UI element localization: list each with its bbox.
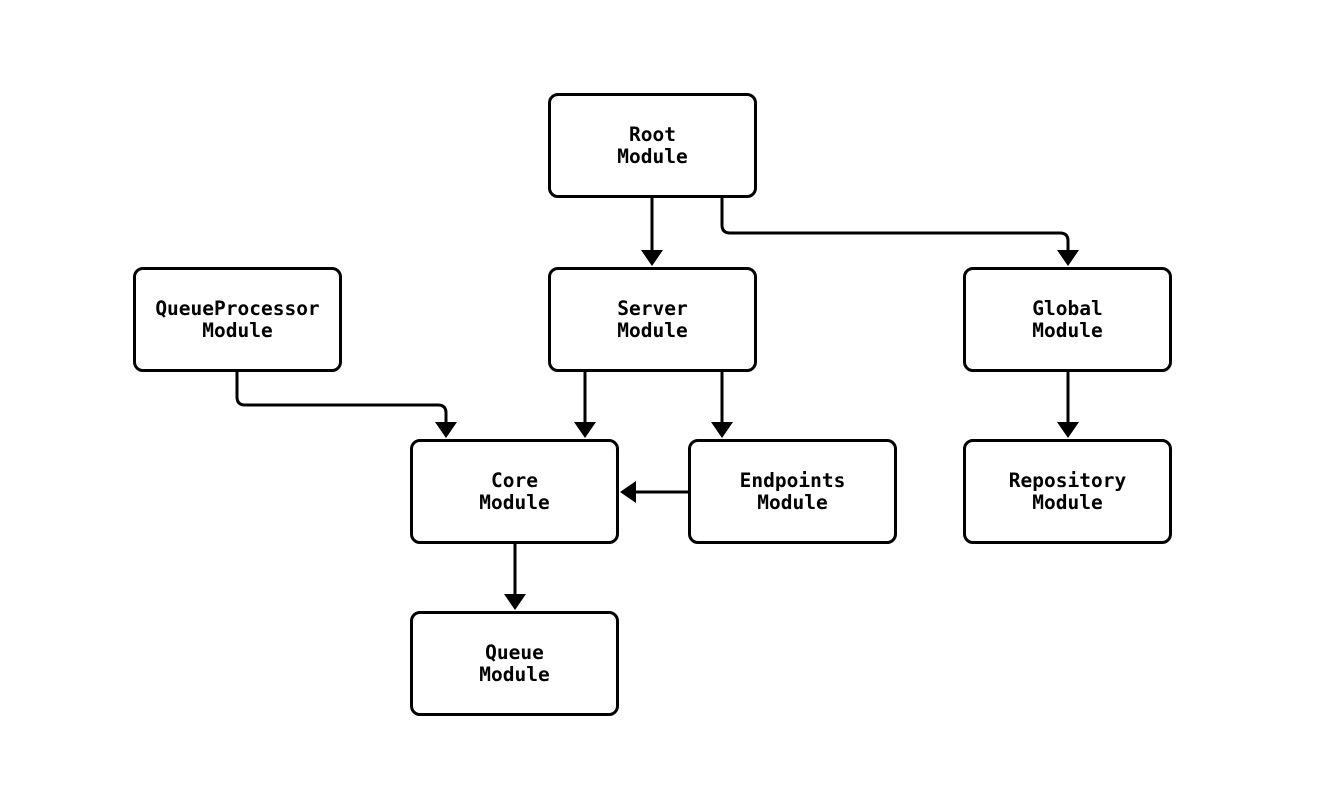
arrowhead-core-to-queue — [504, 594, 526, 610]
arrowhead-queueprocessor-to-core — [435, 422, 457, 438]
node-core-module-label: Core Module — [479, 468, 550, 514]
arrowhead-server-to-core — [574, 422, 596, 438]
node-global-module-label: Global Module — [1032, 296, 1103, 342]
arrowhead-server-to-endpoints — [711, 422, 733, 438]
node-endpoints-module-label: Endpoints Module — [739, 468, 846, 514]
node-core-module: Core Module — [410, 439, 619, 544]
edge-root-to-global — [720, 198, 1070, 252]
arrowhead-root-to-global — [1057, 250, 1079, 266]
node-global-module: Global Module — [963, 267, 1172, 372]
node-server-module-label: Server Module — [617, 296, 688, 342]
arrowhead-global-to-repository — [1057, 422, 1079, 438]
node-endpoints-module: Endpoints Module — [688, 439, 897, 544]
node-queueprocessor-module: QueueProcessor Module — [133, 267, 342, 372]
arrowhead-endpoints-to-core — [620, 481, 636, 503]
node-queue-module-label: Queue Module — [479, 640, 550, 686]
node-queue-module: Queue Module — [410, 611, 619, 716]
node-queueprocessor-module-label: QueueProcessor Module — [155, 296, 320, 342]
node-root-module: Root Module — [548, 93, 757, 198]
node-repository-module: Repository Module — [963, 439, 1172, 544]
arrowhead-root-to-server — [641, 250, 663, 266]
node-repository-module-label: Repository Module — [1008, 468, 1127, 514]
edge-queueprocessor-to-core — [235, 372, 448, 424]
node-root-module-label: Root Module — [617, 122, 688, 168]
node-server-module: Server Module — [548, 267, 757, 372]
